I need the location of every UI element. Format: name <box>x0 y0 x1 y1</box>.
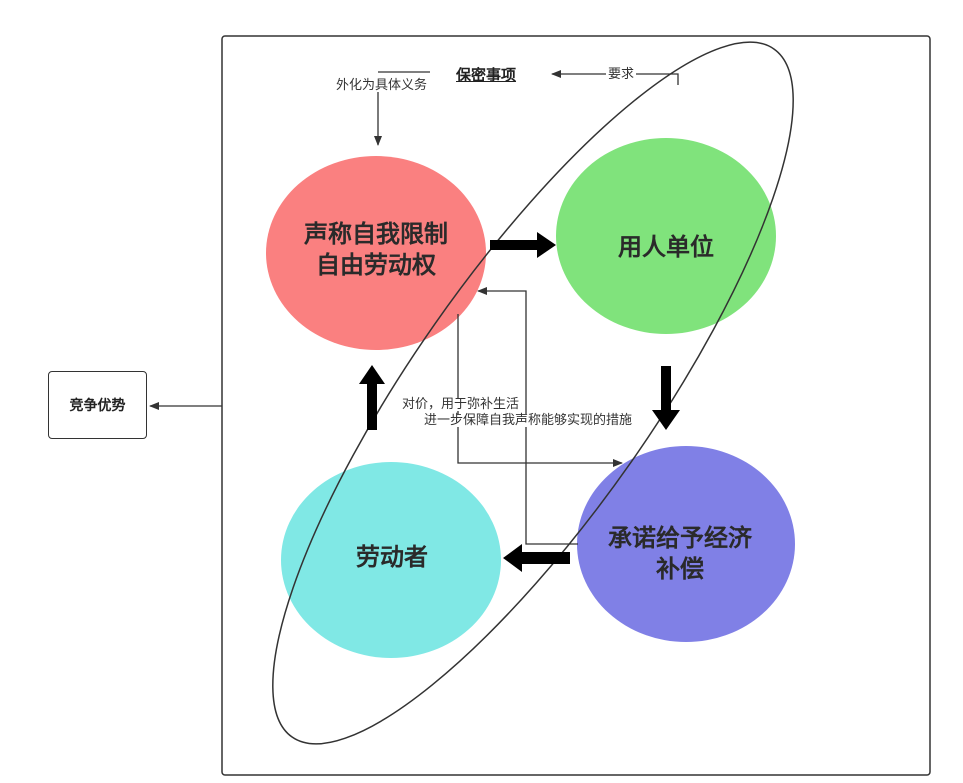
diagram-title: 保密事项 <box>456 66 517 84</box>
competitive-advantage-label: 竞争优势 <box>69 398 126 414</box>
thick-arrows <box>359 232 680 572</box>
label-externalize: 外化为具体义务 <box>336 78 428 93</box>
node-compensation-line1: 承诺给予经济 <box>608 523 752 552</box>
arrow-worker-to-restrict <box>359 365 385 430</box>
arrow-restrict-to-employer <box>490 232 556 258</box>
node-compensation: 承诺给予经济 补偿 <box>594 514 766 594</box>
node-employer-circle <box>556 138 776 334</box>
label-require: 要求 <box>606 67 637 82</box>
node-worker: 劳动者 <box>306 538 478 578</box>
node-restrict-circle <box>266 156 486 350</box>
arrow-require <box>551 70 679 85</box>
node-employer-line1: 用人单位 <box>618 233 714 262</box>
node-compensation-line2: 补偿 <box>656 555 704 583</box>
competitive-advantage-box: 竞争优势 <box>48 371 147 439</box>
node-compensation-circle <box>577 446 795 642</box>
arrow-consideration <box>457 314 623 467</box>
label-consideration-line1: 对价，用于弥补生活 <box>402 397 520 412</box>
outer-frame <box>221 35 931 776</box>
node-restrict-line1: 声称自我限制 <box>304 219 448 248</box>
node-worker-line1: 劳动者 <box>356 543 428 572</box>
node-restrict: 声称自我限制 自由劳动权 <box>290 210 462 290</box>
enclosing-ellipse <box>272 41 794 745</box>
arrow-compensation-to-worker <box>503 544 570 572</box>
node-worker-circle <box>281 462 501 658</box>
label-consideration-line2: 进一步保障自我声称能够实现的措施 <box>424 413 633 428</box>
node-employer: 用人单位 <box>580 228 752 268</box>
arrow-employer-to-compensation <box>652 366 680 430</box>
node-restrict-line2: 自由劳动权 <box>316 251 436 279</box>
